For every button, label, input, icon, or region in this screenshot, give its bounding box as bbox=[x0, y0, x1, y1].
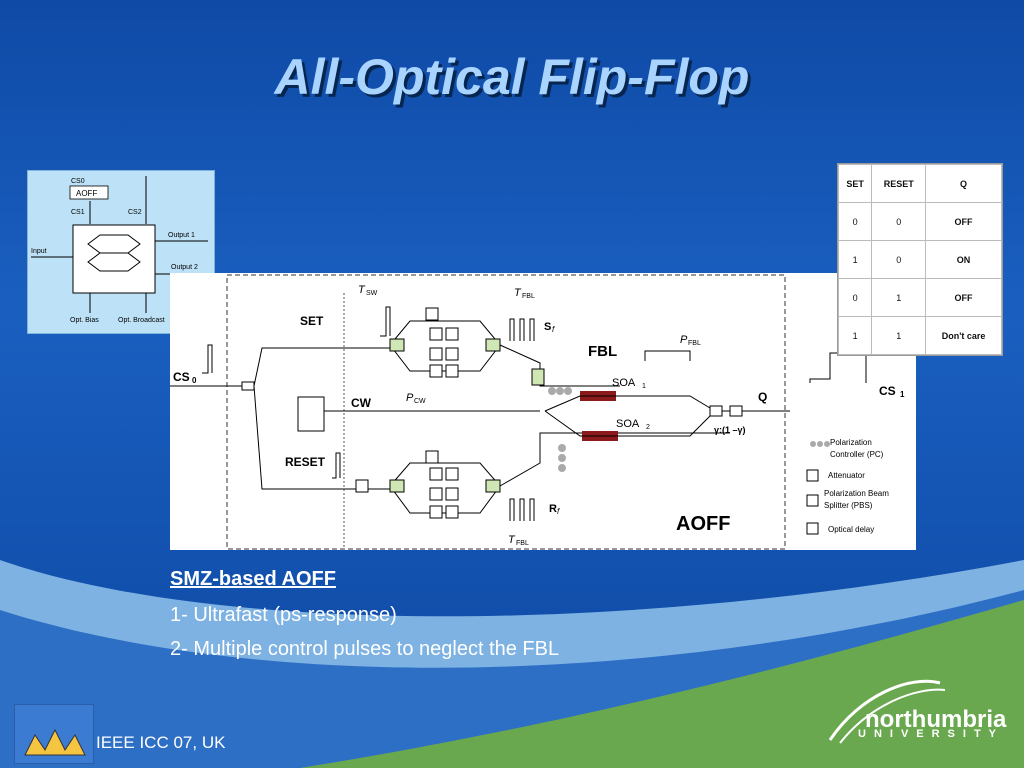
tsw-label: T bbox=[358, 284, 366, 296]
circuit-diagram: T SW T FBL SET RESET CW CS 0 CS 1 S f R … bbox=[170, 273, 916, 550]
point-1: 1- Ultrafast (ps-response) bbox=[170, 604, 397, 626]
block-input-label: Input bbox=[31, 248, 47, 255]
aoff-block-diagram: CS0 AOFF CS1 CS2 Input Output 1 Output 2… bbox=[27, 170, 215, 334]
truth-cell: 1 bbox=[871, 316, 927, 355]
block-opt-bias-label: Opt. Bias bbox=[70, 317, 99, 324]
pcw-sub: CW bbox=[414, 398, 426, 405]
footer-text: IEEE ICC 07, UK bbox=[96, 733, 226, 752]
gamma-label: γ:(1 –γ) bbox=[714, 425, 746, 435]
truth-header-set: SET bbox=[837, 164, 873, 203]
soa1-label: SOA bbox=[612, 377, 636, 389]
cs0-sub: 0 bbox=[192, 376, 197, 385]
pfbl-label: P bbox=[680, 334, 688, 346]
set-label: SET bbox=[300, 314, 324, 328]
conference-logo bbox=[14, 704, 94, 764]
tfbl-top-sub: FBL bbox=[522, 293, 535, 300]
university-name: northumbria bbox=[865, 706, 1007, 733]
tsw-sub: SW bbox=[366, 290, 378, 297]
tfbl-top-label: T bbox=[514, 287, 522, 299]
q-label: Q bbox=[758, 390, 767, 404]
truth-cell: Don't care bbox=[925, 316, 1002, 355]
block-output1-label: Output 1 bbox=[168, 232, 195, 239]
truth-header-q: Q bbox=[925, 164, 1002, 203]
legend-delay-label: Optical delay bbox=[828, 525, 874, 534]
legend-attenuator-label: Attenuator bbox=[828, 471, 865, 480]
cs0-label: CS bbox=[173, 370, 190, 384]
rf-sub: f bbox=[557, 507, 560, 516]
cs1-sub: 1 bbox=[900, 390, 905, 399]
soa2-label: SOA bbox=[616, 418, 640, 430]
block-cs1-label: CS1 bbox=[71, 209, 85, 216]
tfbl-bottom-sub: FBL bbox=[516, 540, 529, 547]
point-2: 2- Multiple control pulses to neglect th… bbox=[170, 638, 560, 660]
legend-pbs-label-2: Splitter (PBS) bbox=[824, 501, 873, 510]
sf-sub: f bbox=[552, 325, 555, 334]
truth-cell: 0 bbox=[871, 240, 927, 279]
truth-cell: 0 bbox=[871, 202, 927, 241]
truth-cell: OFF bbox=[925, 202, 1002, 241]
cs1-label: CS bbox=[879, 384, 896, 398]
aoff-label: AOFF bbox=[676, 513, 730, 535]
tfbl-bottom-label: T bbox=[508, 534, 516, 546]
block-opt-broadcast-label: Opt. Broadcast bbox=[118, 317, 165, 324]
truth-cell: 0 bbox=[837, 202, 873, 241]
cw-label: CW bbox=[351, 396, 372, 410]
legend-pc-label: Polarization bbox=[830, 438, 872, 447]
truth-header-reset: RESET bbox=[871, 164, 927, 203]
truth-cell: 1 bbox=[837, 316, 873, 355]
pcw-label: P bbox=[406, 392, 414, 404]
truth-cell: 0 bbox=[837, 278, 873, 317]
block-aoff-label: AOFF bbox=[76, 189, 97, 198]
legend-pbs-label: Polarization Beam bbox=[824, 489, 889, 498]
truth-cell: OFF bbox=[925, 278, 1002, 317]
block-cs0-label: CS0 bbox=[71, 178, 85, 185]
legend-pc-label-2: Controller (PC) bbox=[830, 450, 884, 459]
soa2-sub: 2 bbox=[646, 424, 650, 431]
soa1-sub: 1 bbox=[642, 383, 646, 390]
rf-label: R bbox=[549, 503, 557, 515]
truth-cell: ON bbox=[925, 240, 1002, 279]
truth-cell: 1 bbox=[871, 278, 927, 317]
block-output2-label: Output 2 bbox=[171, 264, 198, 271]
fbl-label: FBL bbox=[588, 343, 617, 360]
university-subname: UNIVERSITY bbox=[858, 728, 1005, 740]
truth-cell: 1 bbox=[837, 240, 873, 279]
pfbl-sub: FBL bbox=[688, 340, 701, 347]
section-subtitle: SMZ-based AOFF bbox=[170, 568, 336, 590]
block-cs2-label: CS2 bbox=[128, 209, 142, 216]
reset-label: RESET bbox=[285, 455, 326, 469]
sf-label: S bbox=[544, 321, 551, 333]
slide-title: All-Optical Flip-Flop bbox=[274, 49, 750, 105]
